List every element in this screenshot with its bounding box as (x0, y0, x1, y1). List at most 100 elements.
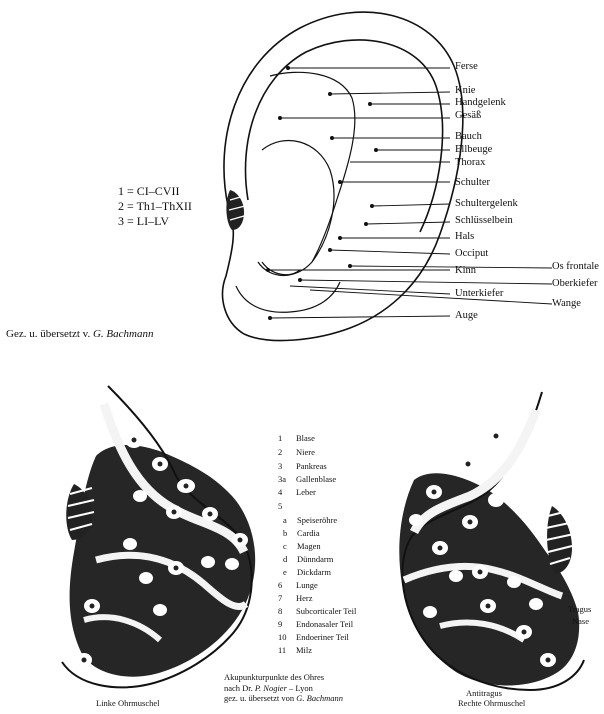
label-kinn: Kinn (455, 266, 476, 277)
source-line-2: nach Dr. P. Nogier – Lyon (224, 683, 343, 694)
inner-helix-rim (245, 40, 442, 232)
organ-name: Blase (296, 433, 315, 443)
organ-num: 6 (278, 581, 296, 590)
left-ear-caption: Linke Ohrmuschel (96, 698, 160, 709)
source-line-1: Akupunkturpunkte des Ohres (224, 672, 343, 683)
organ-num: 1 (278, 434, 296, 443)
organ-list-item: 7Herz (278, 594, 313, 603)
label-schultergelenk: Schultergelenk (455, 199, 518, 210)
organ-list-item: 5 (278, 502, 296, 511)
source-prefix: gez. u. übersetzt von (224, 693, 296, 703)
label-ferse: Ferse (455, 62, 478, 73)
organ-num: 2 (278, 448, 296, 457)
source-name: G. Bachmann (296, 693, 343, 703)
right-ear-drawing (399, 392, 584, 690)
label-bauch: Bauch (455, 132, 482, 143)
concha-outline (258, 140, 334, 275)
label-knie: Knie (455, 86, 475, 97)
organ-list-item: 3Pankreas (278, 462, 327, 471)
label-wange: Wange (552, 299, 581, 310)
leader-lines (268, 68, 552, 318)
organ-name: Dickdarm (297, 567, 331, 577)
organ-list-item: cMagen (283, 542, 321, 551)
organ-name: Pankreas (296, 461, 327, 471)
label-auge: Auge (455, 311, 478, 322)
label-occiput: Occiput (455, 249, 488, 260)
top-ear-drawing (223, 12, 463, 340)
legend-value: Th1–ThXII (137, 199, 192, 213)
source-prefix: nach Dr. (224, 683, 255, 693)
organ-num: 4 (278, 488, 296, 497)
legend-num: 1 (118, 184, 124, 198)
legend-item-2: 2 = Th1–ThXII (118, 200, 192, 212)
organ-num: 10 (278, 633, 296, 642)
organ-num: 5 (278, 502, 296, 511)
point-dots (266, 66, 378, 320)
right-ear-dark-body (399, 473, 579, 685)
antihelix-line (270, 72, 355, 262)
hatched-tragus-top (226, 190, 245, 230)
label-handgelenk: Handgelenk (455, 98, 506, 109)
organ-num: e (283, 568, 297, 577)
label-schulter: Schulter (455, 178, 490, 189)
organ-name: Lunge (296, 580, 318, 590)
label-hals: Hals (455, 232, 474, 243)
right-ear-hatched-tragus (546, 506, 574, 574)
organ-name: Speiseröhre (297, 515, 337, 525)
nase-label: Nase (572, 616, 589, 627)
organ-name: Niere (296, 447, 315, 457)
legend-item-3: 3 = LI–LV (118, 215, 169, 227)
legend-value: CI–CVII (137, 184, 180, 198)
organ-name: Gallenblase (296, 474, 336, 484)
legend-num: 2 (118, 199, 124, 213)
organ-num: 3a (278, 475, 296, 484)
legend-value: LI–LV (137, 214, 169, 228)
right-ear-caption: Rechte Ohrmuschel (458, 698, 525, 709)
organ-num: 8 (278, 607, 296, 616)
label-unterkiefer: Unterkiefer (455, 289, 503, 300)
organ-name: Cardia (297, 528, 320, 538)
organ-name: Subcorticaler Teil (296, 606, 356, 616)
source-line-3: gez. u. übersetzt von G. Bachmann (224, 693, 343, 704)
organ-num: d (283, 555, 297, 564)
organ-name: Herz (296, 593, 313, 603)
organ-num: b (283, 529, 297, 538)
label-thorax: Thorax (455, 158, 485, 169)
outer-helix-outline (223, 12, 463, 340)
label-ellbeuge: Ellbeuge (455, 145, 492, 156)
legend-item-1: 1 = CI–CVII (118, 185, 179, 197)
organ-num: 7 (278, 594, 296, 603)
organ-num: 3 (278, 462, 296, 471)
top-credit: Gez. u. übersetzt v. G. Bachmann (6, 328, 153, 340)
label-schluesselbein: Schlüsselbein (455, 216, 513, 227)
legend-num: 3 (118, 214, 124, 228)
earlobe-outline (236, 282, 340, 312)
credit-author: G. Bachmann (93, 328, 154, 340)
organ-num: 11 (278, 646, 296, 655)
source-name: P. Nogier (255, 683, 287, 693)
tragus-label: Tragus (568, 604, 591, 615)
label-os-frontale: Os frontale (552, 262, 599, 273)
organ-name: Endoeriner Teil (296, 632, 349, 642)
source-caption: Akupunkturpunkte des Ohres nach Dr. P. N… (224, 672, 343, 704)
label-gesaess: Gesäß (455, 111, 481, 122)
organ-list-item: 4Leber (278, 488, 316, 497)
organ-name: Leber (296, 487, 316, 497)
organ-num: 9 (278, 620, 296, 629)
organ-name: Milz (296, 645, 312, 655)
left-ear-drawing (62, 386, 255, 687)
organ-name: Magen (297, 541, 321, 551)
source-suffix: – Lyon (287, 683, 313, 693)
